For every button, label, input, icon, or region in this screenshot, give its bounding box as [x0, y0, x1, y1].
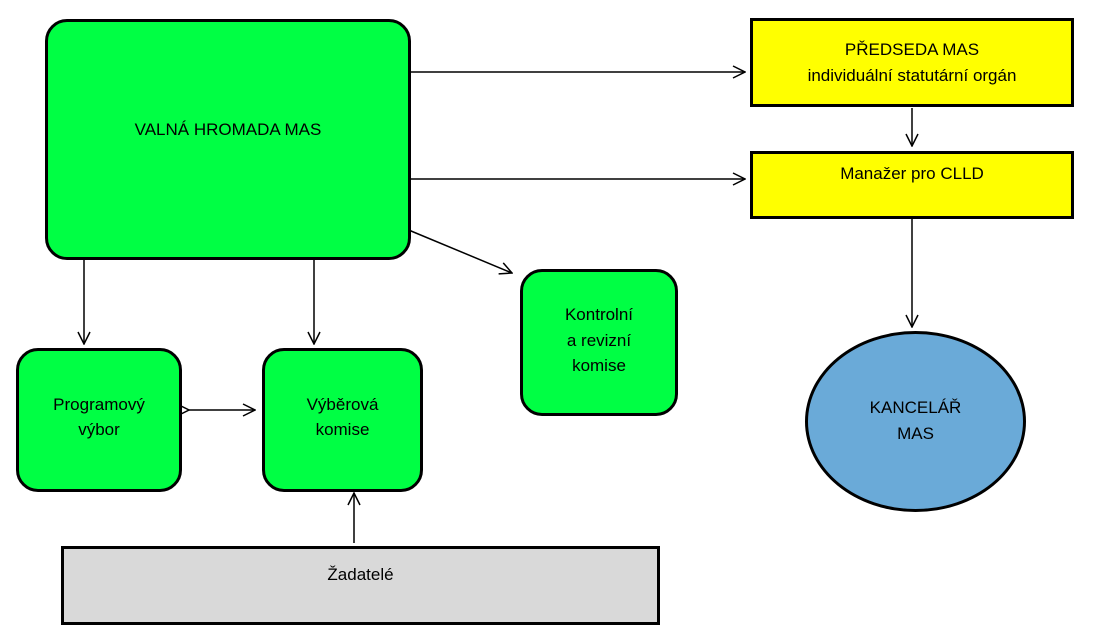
programovy-line-2: výbor — [78, 420, 120, 439]
programovy-line-1: Programový — [53, 394, 145, 414]
zadatele-label: Žadatelé — [327, 564, 394, 584]
programovy-vybor-box: Programový výbor — [16, 348, 182, 492]
zadatele-box: Žadatelé — [61, 546, 660, 625]
kontrolni-line-1: Kontrolní — [564, 305, 634, 325]
vyberova-line-2: komise — [315, 420, 370, 439]
kontrolni-line-2: a revizní — [566, 330, 632, 350]
predseda-box: PŘEDSEDA MAS individuální statutární org… — [750, 18, 1074, 107]
vyberova-komise-box: Výběrová komise — [262, 348, 423, 492]
kancelar-mas-ellipse: KANCELÁŘ MAS — [805, 331, 1026, 512]
vyberova-line-1: Výběrová — [306, 394, 379, 414]
valna-hromada-box: VALNÁ HROMADA MAS — [45, 19, 411, 260]
kancelar-line-2: MAS — [897, 423, 934, 443]
predseda-subtitle: individuální statutární orgán — [807, 65, 1017, 85]
valna-hromada-label: VALNÁ HROMADA MAS — [134, 119, 322, 139]
kontrolni-line-3: komise — [572, 356, 626, 376]
manazer-label: Manažer pro CLLD — [840, 164, 984, 184]
kancelar-line-1: KANCELÁŘ — [869, 398, 962, 417]
arrow-valna-kontrolni-bidirectional — [411, 231, 512, 273]
manazer-box: Manažer pro CLLD — [750, 151, 1074, 219]
predseda-title: PŘEDSEDA MAS — [844, 40, 980, 59]
kontrolni-komise-box: Kontrolní a revizní komise — [520, 269, 678, 416]
